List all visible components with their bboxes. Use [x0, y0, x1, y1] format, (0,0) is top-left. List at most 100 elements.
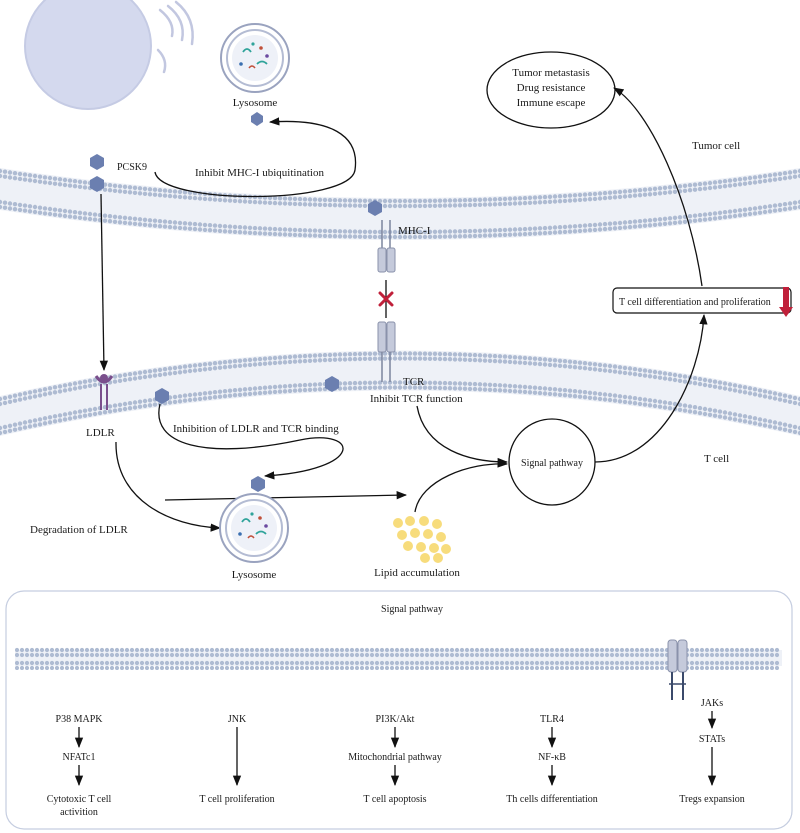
diff-to-outcome-arrow [613, 87, 703, 287]
membrane-bead [492, 387, 498, 393]
membrane-bead [527, 226, 533, 231]
membrane-bead [272, 195, 278, 201]
membrane-bead [507, 232, 513, 237]
membrane-bead [699, 647, 705, 653]
membrane-bead [677, 220, 683, 225]
membrane-bead [722, 386, 728, 391]
membrane-bead [774, 665, 780, 670]
membrane-bead [592, 362, 598, 367]
membrane-bead [484, 665, 490, 670]
membrane-bead [704, 665, 710, 670]
pathway-1-middle: NFATc1 [62, 752, 95, 763]
membrane-bead [472, 381, 478, 387]
membrane-bead [429, 652, 435, 658]
membrane-bead [687, 404, 693, 409]
membrane-bead [152, 187, 158, 192]
membrane-bead [72, 386, 78, 391]
membrane-bead [387, 385, 393, 390]
membrane-bead [504, 665, 510, 670]
membrane-bead [62, 213, 68, 219]
membrane-bead [322, 352, 328, 358]
membrane-bead [414, 652, 420, 658]
membrane-bead [74, 660, 80, 666]
membrane-bead [164, 647, 170, 653]
membrane-bead [427, 203, 433, 208]
membrane-bead [729, 660, 735, 666]
membrane-bead [749, 665, 755, 670]
membrane-bead [252, 386, 258, 391]
membrane-bead [549, 665, 555, 670]
membrane-bead [649, 647, 655, 653]
membrane-bead [352, 385, 358, 391]
membrane-bead [562, 393, 568, 398]
membrane-bead [107, 409, 113, 414]
membrane-bead [542, 362, 548, 367]
membrane-bead [549, 660, 555, 666]
membrane-bead [252, 225, 258, 231]
membrane-bead [332, 357, 338, 362]
membrane-bead [347, 229, 353, 234]
membrane-bead [74, 665, 80, 670]
membrane-bead [662, 376, 668, 381]
membrane-bead [277, 196, 283, 201]
membrane-bead [224, 660, 230, 666]
membrane-bead [332, 234, 338, 239]
membrane-bead [44, 660, 50, 666]
membrane-bead [247, 362, 253, 368]
membrane-bead [547, 386, 553, 392]
membrane-bead [352, 356, 358, 362]
membrane-bead [699, 665, 705, 670]
membrane-bead [562, 359, 568, 364]
membrane-bead [87, 412, 93, 417]
membrane-bead [782, 427, 788, 432]
t-cell-membrane [0, 350, 800, 436]
membrane-bead [342, 352, 348, 357]
membrane-bead [449, 665, 455, 670]
membrane-bead [154, 660, 160, 666]
membrane-bead [519, 660, 525, 666]
membrane-bead [672, 215, 678, 220]
membrane-bead [337, 203, 343, 208]
membrane-bead [707, 412, 713, 417]
membrane-bead [117, 407, 123, 412]
membrane-bead [777, 207, 783, 213]
membrane-bead [232, 359, 238, 364]
membrane-bead [422, 198, 428, 204]
membrane-bead [702, 411, 708, 417]
membrane-bead [659, 660, 665, 666]
membrane-bead [442, 351, 448, 357]
membrane-bead [147, 223, 153, 228]
membrane-bead [212, 223, 218, 228]
membrane-bead [44, 652, 50, 658]
membrane-bead [334, 660, 340, 666]
membrane-bead [624, 665, 630, 670]
membrane-bead [252, 199, 258, 205]
membrane-bead [597, 391, 603, 397]
membrane-bead [142, 398, 148, 404]
membrane-bead [777, 176, 783, 182]
membrane-bead [247, 386, 253, 392]
membrane-bead [367, 351, 373, 356]
membrane-bead [177, 399, 183, 404]
membrane-bead [89, 660, 95, 666]
membrane-bead [119, 660, 125, 666]
membrane-bead [499, 660, 505, 666]
membrane-bead [492, 197, 498, 202]
membrane-bead [222, 365, 228, 370]
membrane-bead [557, 387, 563, 392]
membrane-bead [22, 203, 28, 208]
membrane-bead [737, 208, 743, 213]
membrane-bead [372, 351, 378, 356]
membrane-bead [732, 388, 738, 393]
membrane-bead [462, 357, 468, 362]
membrane-bead [577, 197, 583, 203]
membrane-bead [427, 356, 433, 361]
membrane-bead [397, 198, 403, 204]
membrane-bead [274, 665, 280, 670]
membrane-bead [592, 391, 598, 396]
membrane-bead [512, 384, 518, 389]
membrane-bead [709, 665, 715, 670]
membrane-bead [259, 660, 265, 666]
membrane-bead [292, 383, 298, 388]
membrane-bead [77, 210, 83, 215]
